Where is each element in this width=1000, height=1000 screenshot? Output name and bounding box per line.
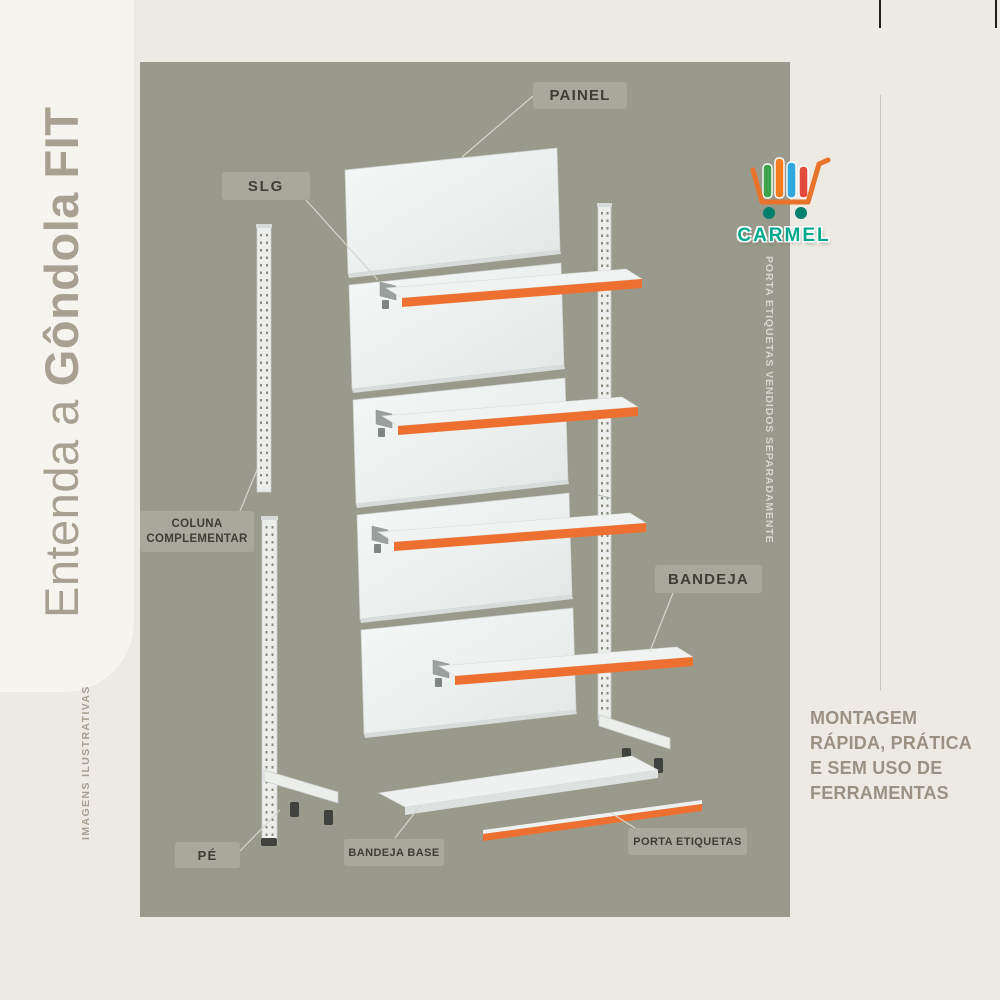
- price-strip: [483, 800, 702, 841]
- vertical-divider-line: [880, 95, 881, 690]
- label-bandeja-base: BANDEJA BASE: [344, 839, 444, 866]
- shelf: [371, 512, 647, 553]
- tagline: MONTAGEM RÁPIDA, PRÁTICA E SEM USO DE FE…: [810, 706, 1000, 806]
- tagline-line: E SEM USO DE: [810, 758, 943, 778]
- tagline-line: MONTAGEM: [810, 708, 918, 728]
- corner-mark: [879, 0, 881, 28]
- back-panels: [344, 147, 577, 738]
- tagline-line: FERRAMENTAS: [810, 783, 949, 803]
- label-coluna-complementar: COLUNA COMPLEMENTAR: [140, 511, 254, 552]
- page-title: Entenda a Gôndola FIT: [34, 34, 89, 618]
- shelf: [432, 646, 694, 687]
- label-pe: PÉ: [175, 842, 240, 868]
- brand-name: CARMEL: [737, 225, 831, 246]
- shelf: [379, 268, 643, 309]
- column-right-with-foot: [597, 203, 671, 773]
- diagram-board: [140, 62, 790, 917]
- brand-logo: CARMEL: [728, 150, 840, 247]
- gondola-exploded-diagram: [140, 62, 790, 917]
- label-painel: PAINEL: [533, 82, 627, 109]
- shopping-cart-icon: [750, 157, 831, 219]
- sold-separately-note: PORTA ETIQUETAS VENDIDOS SEPARADAMENTE: [763, 256, 775, 544]
- back-panel: [344, 147, 561, 278]
- left-background-shape: [0, 0, 134, 692]
- base-shelf: [378, 755, 659, 815]
- label-porta-etiquetas: PORTA ETIQUETAS: [628, 828, 747, 855]
- title-regular: Entenda a: [35, 399, 88, 618]
- column-complementary: [256, 224, 272, 493]
- shelf: [375, 396, 639, 437]
- title-bold: Gôndola FIT: [35, 106, 88, 387]
- tagline-line: RÁPIDA, PRÁTICA: [810, 733, 973, 753]
- shelves: [371, 268, 694, 687]
- label-bandeja: BANDEJA: [655, 565, 762, 593]
- corner-mark: [995, 0, 997, 28]
- illustrative-images-note: IMAGENS ILUSTRATIVAS: [80, 685, 92, 840]
- connector-lines: [239, 95, 674, 852]
- column-left-with-foot: [261, 516, 339, 846]
- label-slg: SLG: [222, 172, 310, 200]
